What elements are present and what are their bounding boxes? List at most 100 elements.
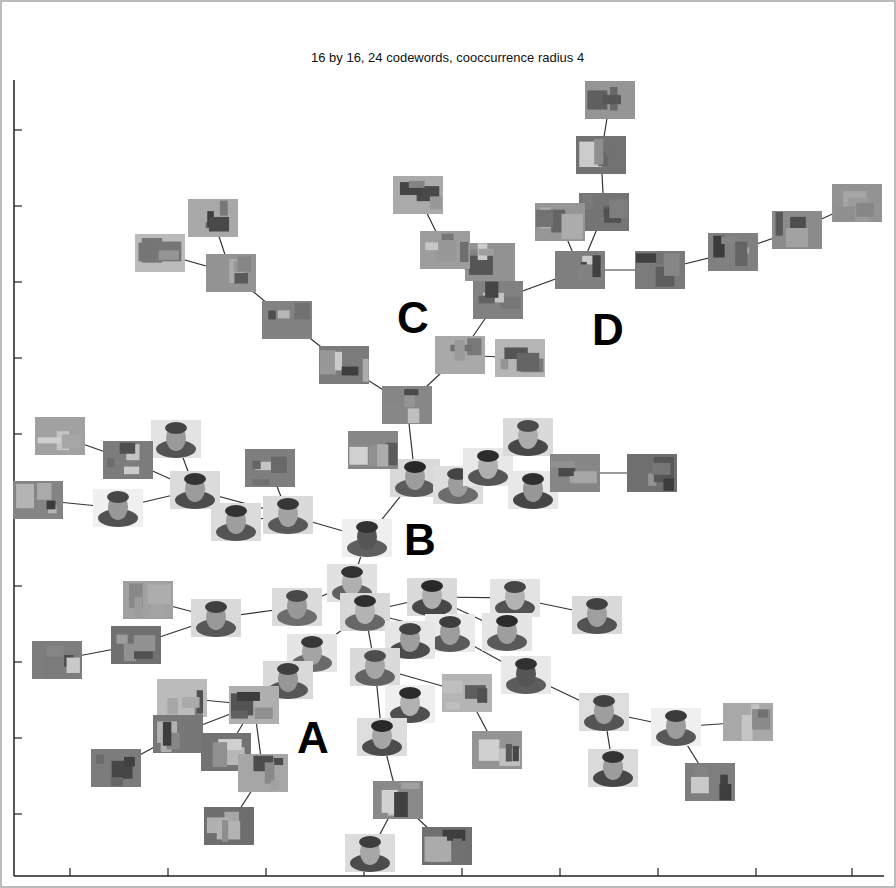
scene-background [91, 749, 141, 787]
scene-background [627, 454, 677, 492]
scene-background [204, 807, 254, 845]
scene-thumbnail [35, 417, 85, 455]
face-hair [522, 473, 544, 485]
scene-patch [742, 715, 753, 741]
scene-thumbnail [103, 441, 153, 479]
scene-patch [485, 282, 498, 298]
scene-patch [349, 447, 367, 465]
face-background [340, 593, 390, 631]
chart-title: 16 by 16, 24 codewords, cooccurrence rad… [309, 50, 586, 65]
scene-patch [182, 697, 199, 708]
scene-patch [138, 243, 150, 262]
scene-patch [430, 196, 442, 209]
face-hair [517, 420, 539, 432]
scene-patch [479, 739, 500, 760]
scene-patch [271, 457, 287, 473]
scene-thumbnail [473, 281, 523, 319]
face-thumbnail [170, 471, 220, 509]
face-hair [286, 590, 308, 602]
face-hair [301, 636, 323, 648]
scene-background [13, 481, 63, 519]
scene-thumbnail [157, 679, 207, 717]
scene-background [832, 184, 882, 222]
scene-thumbnail [135, 234, 185, 272]
face-background [272, 588, 322, 626]
scene-patch [424, 837, 447, 862]
thumbnails [13, 81, 882, 872]
face-hair [496, 615, 518, 627]
face-background [572, 596, 622, 634]
scene-thumbnail [238, 754, 288, 792]
scene-background [123, 581, 173, 619]
scene-patch [237, 692, 260, 701]
scene-patch [385, 386, 403, 402]
scene-patch [320, 350, 336, 374]
scene-patch [278, 310, 290, 318]
scene-patch [16, 484, 34, 508]
face-thumbnail [151, 420, 201, 458]
scene-patch [758, 710, 768, 718]
scene-background [103, 441, 153, 479]
y-ticks [14, 130, 22, 814]
face-thumbnail [651, 708, 701, 746]
face-hair [439, 616, 461, 628]
face-hair [359, 836, 381, 848]
scene-patch [776, 212, 783, 236]
face-hair [364, 650, 386, 662]
scene-thumbnail [685, 763, 735, 801]
scene-patch [636, 253, 657, 262]
face-thumbnail [357, 718, 407, 756]
scene-patch [111, 777, 123, 786]
face-background [407, 578, 457, 616]
scene-patch [664, 253, 680, 276]
scene-thumbnail [442, 674, 492, 712]
scene-background [229, 686, 279, 724]
scene-patch [220, 201, 228, 216]
scene-thumbnail [635, 251, 685, 289]
scene-background [348, 431, 398, 469]
scene-background [550, 454, 600, 492]
scene-patch [752, 709, 770, 729]
tree-links [38, 100, 857, 853]
scene-patch [135, 597, 143, 618]
scene-patch [124, 467, 139, 475]
face-background [579, 693, 629, 731]
scene-background [585, 81, 635, 119]
scene-patch [159, 242, 181, 262]
scene-thumbnail [579, 193, 629, 231]
scene-patch [536, 210, 554, 227]
face-hair [504, 581, 526, 593]
scene-background [576, 136, 626, 174]
face-background [342, 519, 392, 557]
scene-thumbnail [832, 184, 882, 222]
face-background [357, 718, 407, 756]
face-thumbnail [501, 656, 551, 694]
scene-patch [663, 478, 673, 490]
face-hair [107, 491, 129, 503]
scene-background [723, 703, 773, 741]
scene-patch [62, 434, 81, 448]
scene-thumbnail [188, 199, 238, 237]
scene-patch [786, 228, 808, 247]
scene-thumbnail [393, 176, 443, 214]
face-background [490, 579, 540, 617]
scene-patch [252, 461, 260, 469]
scene-thumbnail [723, 703, 773, 741]
scene-patch [159, 250, 179, 259]
scene-thumbnail [576, 136, 626, 174]
scene-patch [335, 352, 342, 371]
scene-background [135, 234, 185, 272]
scene-patch [561, 214, 582, 239]
scene-patch [605, 146, 617, 155]
scene-patch [656, 253, 663, 265]
scene-patch [253, 479, 270, 485]
face-background [191, 599, 241, 637]
scene-background [319, 346, 369, 384]
face-thumbnail [407, 578, 457, 616]
scene-patch [477, 688, 487, 703]
scene-thumbnail [465, 243, 515, 281]
scene-thumbnail [708, 233, 758, 271]
face-hair [371, 720, 393, 732]
scene-background [393, 176, 443, 214]
